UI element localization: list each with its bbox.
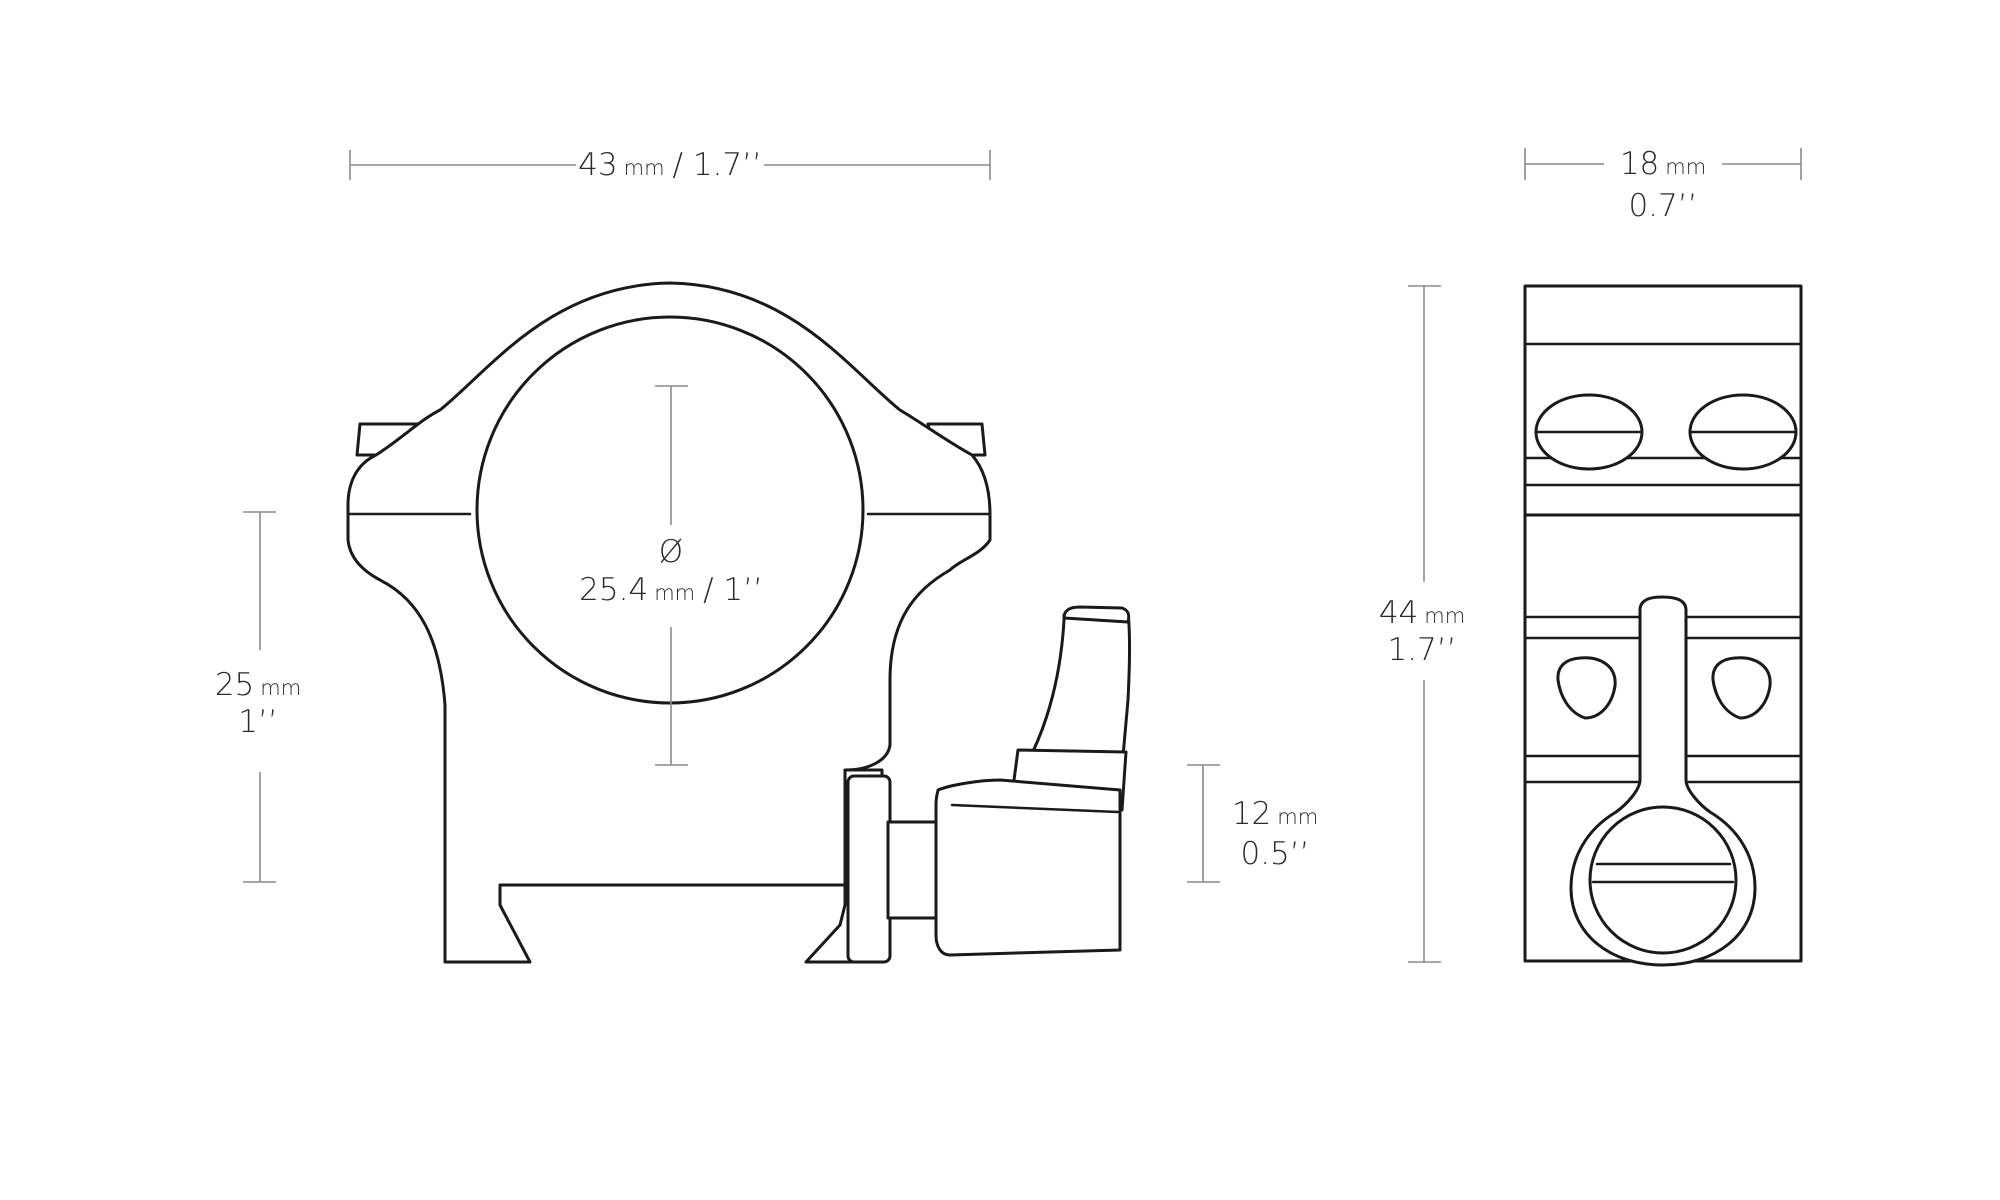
clamp-plate [846,774,892,964]
lever-arm [1008,611,1131,792]
recoil-pocket-right [1711,656,1772,720]
front-view [346,281,1131,964]
dim-lever-height-imperial: 0.5’’ [1240,836,1309,872]
side-view [1523,284,1803,967]
lever-tip [1062,605,1131,624]
lever-nut [1588,805,1738,955]
dim-side-width-imperial: 0.7’’ [1628,188,1697,224]
lever-knob-groove [950,803,1120,814]
lever-shaft [886,820,938,920]
recoil-pocket-left [1556,656,1617,720]
lever-knob [934,778,1122,957]
dim-tube-diameter-symbol: Ø [659,534,683,570]
dim-total-height-imperial: 1.7’’ [1387,632,1456,668]
tube-bore [475,315,865,705]
dim-center-height-imperial: 1’’ [238,704,277,740]
